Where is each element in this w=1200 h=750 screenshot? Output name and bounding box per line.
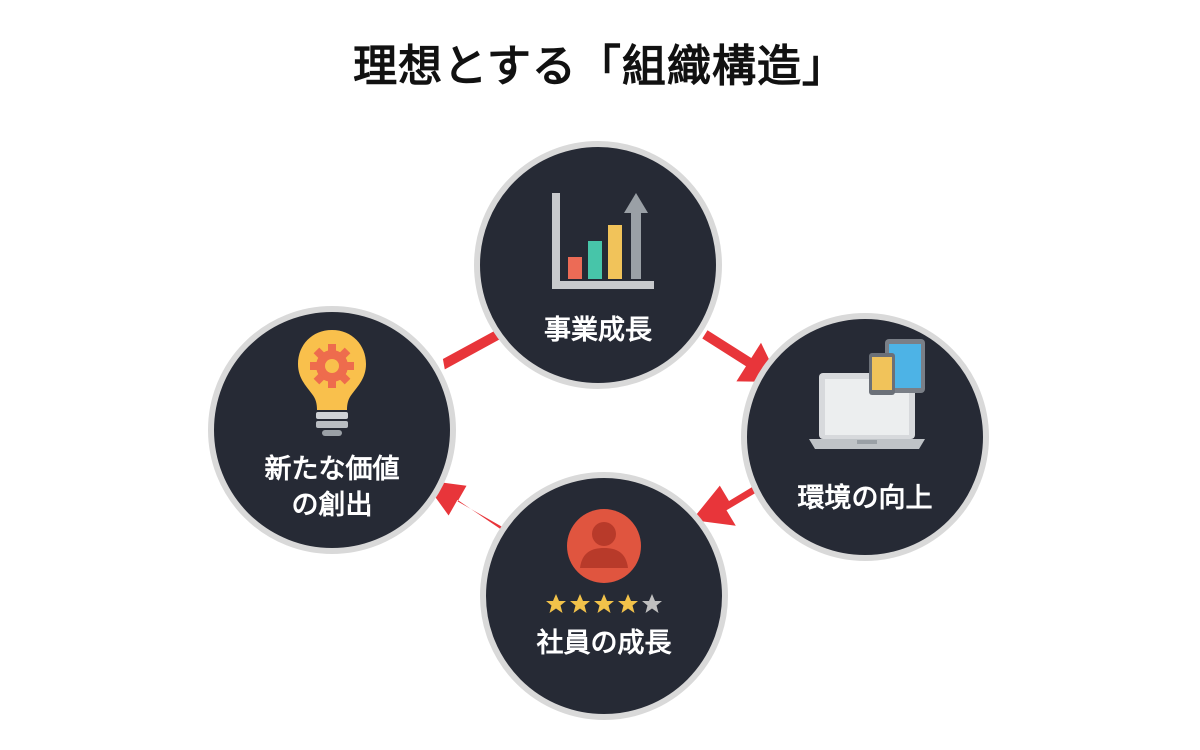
rating-stars — [546, 594, 662, 613]
arrow-employee-to-value — [423, 480, 508, 531]
bar-chart-icon — [552, 193, 654, 289]
new-value-creation-label: 新たな価値 の創出 — [214, 452, 450, 524]
node-employee-growth: 社員の成長 — [480, 472, 728, 720]
star-icon — [594, 594, 614, 613]
star-icon — [546, 594, 566, 613]
employee-growth-label: 社員の成長 — [536, 628, 672, 659]
idea-bulb-icon — [298, 330, 366, 436]
star-icon — [618, 594, 638, 613]
node-new-value-creation: 新たな価値 の創出 — [208, 306, 456, 554]
star-rating — [486, 593, 722, 619]
user-profile-icon — [567, 509, 641, 583]
star-icon — [570, 594, 590, 613]
star-empty-icon — [642, 594, 662, 613]
new-value-label-line1: 新たな価値 — [264, 454, 400, 485]
gear-icon — [310, 344, 354, 388]
arrow-environment-to-employee — [692, 480, 764, 526]
environment-improvement-label: 環境の向上 — [797, 483, 933, 514]
business-growth-label: 事業成長 — [544, 315, 652, 346]
diagram-title: 理想とする「組織構造」 — [353, 41, 847, 92]
node-environment-improvement: 環境の向上 — [741, 313, 989, 561]
devices-icon — [809, 339, 925, 449]
node-business-growth: 事業成長 — [474, 141, 722, 389]
new-value-label-line2: の創出 — [291, 490, 373, 521]
